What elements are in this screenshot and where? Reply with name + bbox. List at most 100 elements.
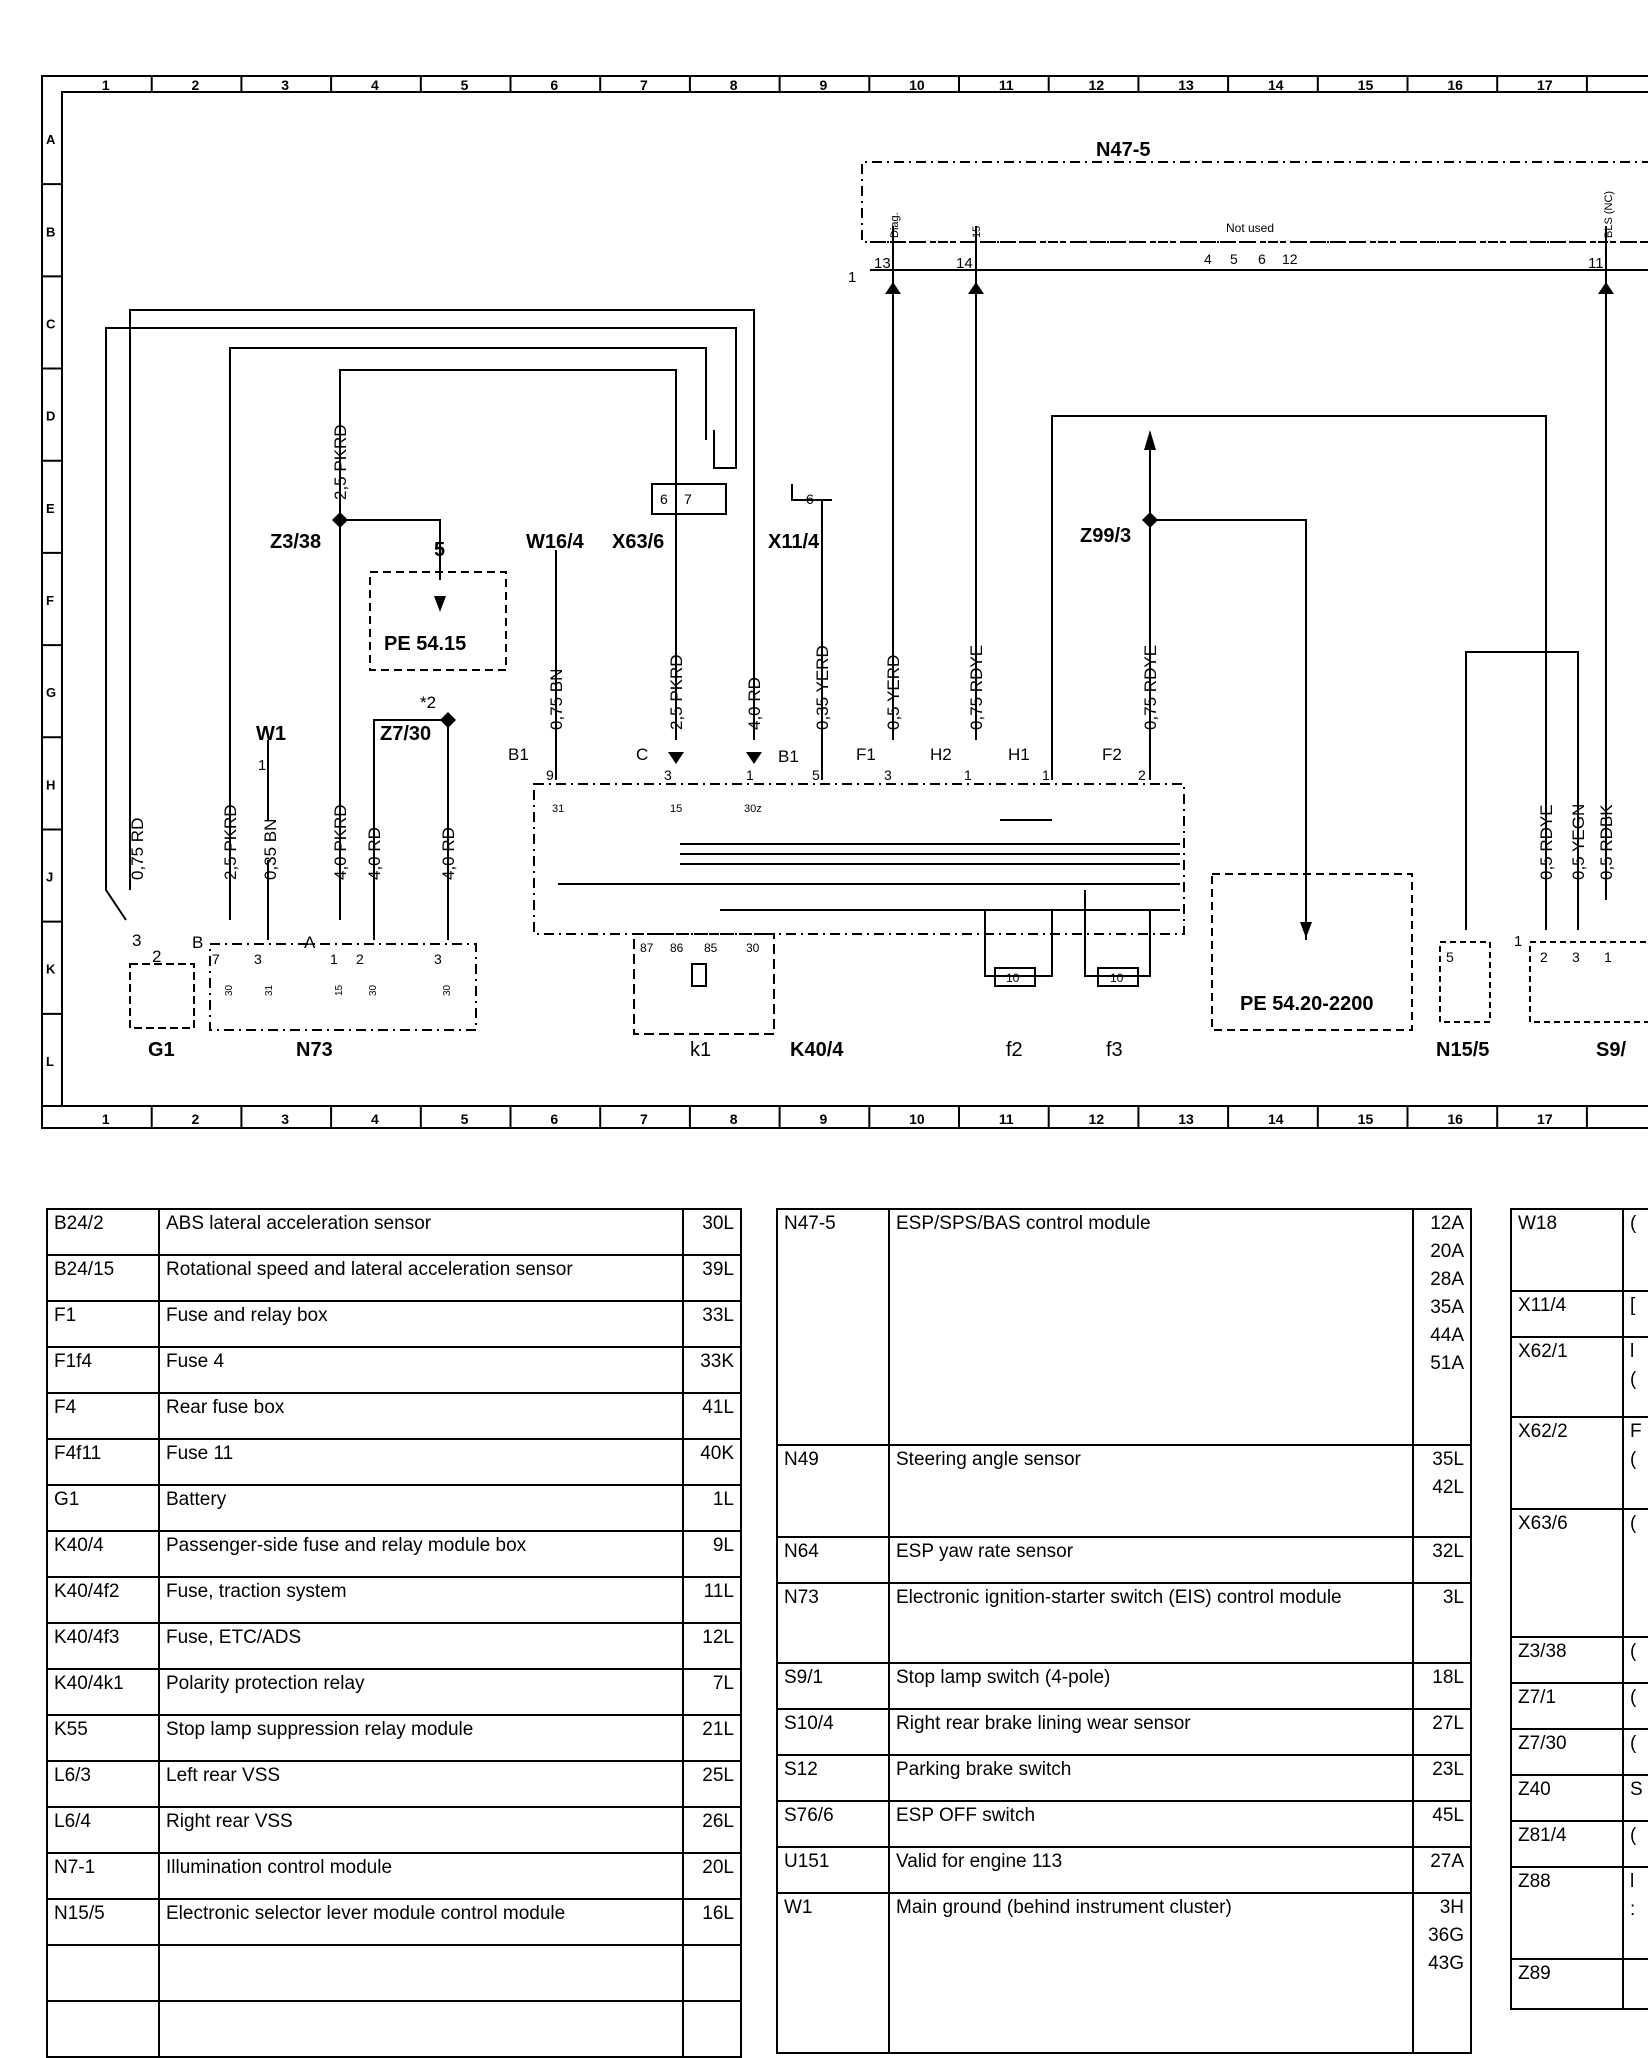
legend-description: Parking brake switch xyxy=(888,1754,1414,1802)
legend-grid-ref: 35L 42L xyxy=(1412,1444,1472,1538)
wire-label-w9: 2,5 PKRD xyxy=(667,654,686,730)
diag-label: Diag. xyxy=(889,212,901,238)
legend-grid-ref xyxy=(682,2000,742,2058)
x11-pin-6: 6 xyxy=(806,491,814,507)
legend-code: K40/4f2 xyxy=(46,1576,160,1624)
legend-grid-ref: 9L xyxy=(682,1530,742,1578)
legend-code: L6/4 xyxy=(46,1806,160,1854)
legend-description: ( xyxy=(1622,1820,1648,1868)
k40-pin-3: 3 xyxy=(664,767,672,783)
column-number: 4 xyxy=(371,77,379,93)
legend-code: U151 xyxy=(776,1846,890,1894)
g1-label: G1 xyxy=(148,1039,175,1061)
s9-pin-1: 1 xyxy=(1514,933,1522,950)
k1-pin-30: 30 xyxy=(746,941,760,955)
legend-code: B24/2 xyxy=(46,1208,160,1256)
s9-pin-1b: 1 xyxy=(1604,949,1612,965)
bls-label: BLS (NC) xyxy=(1603,191,1615,238)
legend-description: Stop lamp suppression relay module xyxy=(158,1714,684,1762)
legend-code: X63/6 xyxy=(1510,1508,1624,1638)
column-number: 5 xyxy=(461,77,469,93)
legend-row: Z81/4( xyxy=(1510,1820,1648,1868)
legend-description: Polarity protection relay xyxy=(158,1668,684,1716)
legend-description: Valid for engine 113 xyxy=(888,1846,1414,1894)
pin-13-arrow xyxy=(885,282,901,294)
column-number: 12 xyxy=(1089,77,1105,93)
z3-target-5: 5 xyxy=(434,539,445,561)
k1-relay-border xyxy=(633,933,775,1035)
wire-label-w12: 0,5 YERD xyxy=(884,655,903,730)
wire-label-w2: 2,5 PKRD xyxy=(221,804,240,880)
legend-code: K40/4k1 xyxy=(46,1668,160,1716)
k40-c-arrow xyxy=(668,752,684,764)
column-number: 8 xyxy=(730,77,738,93)
wire-label-w1: 0,75 RD xyxy=(128,818,147,880)
column-number: 10 xyxy=(909,1111,925,1127)
legend-code: Z81/4 xyxy=(1510,1820,1624,1868)
pe5420-down-arrow xyxy=(1300,922,1312,938)
legend-code: Z7/30 xyxy=(1510,1728,1624,1776)
legend-description: Passenger-side fuse and relay module box xyxy=(158,1530,684,1578)
legend-code: G1 xyxy=(46,1484,160,1532)
column-number: 17 xyxy=(1537,1111,1553,1127)
n73-term-30b: 30 xyxy=(368,984,379,996)
legend-description: Right rear VSS xyxy=(158,1806,684,1854)
legend-description xyxy=(158,2000,684,2058)
legend-description: Rear fuse box xyxy=(158,1392,684,1440)
column-number: 3 xyxy=(281,1111,289,1127)
k40-term-15: 15 xyxy=(670,803,682,815)
diagram-frame xyxy=(41,75,1648,1129)
row-letter: C xyxy=(46,316,56,331)
column-number: 14 xyxy=(1268,1111,1284,1127)
not-used-label: Not used xyxy=(1226,221,1274,235)
n73-term-30c: 30 xyxy=(442,984,453,996)
legend-code: S9/1 xyxy=(776,1662,890,1710)
legend-code: N15/5 xyxy=(46,1898,160,1946)
wire-z3-branch xyxy=(340,519,441,580)
legend-code: Z88 xyxy=(1510,1866,1624,1960)
legend-description: ESP/SPS/BAS control module xyxy=(888,1208,1414,1446)
w16-label: W16/4 xyxy=(526,531,585,553)
legend-description: Fuse and relay box xyxy=(158,1300,684,1348)
legend-description: ( xyxy=(1622,1636,1648,1684)
legend-code: W1 xyxy=(776,1892,890,2054)
legend-description: Electronic ignition-starter switch (EIS)… xyxy=(888,1582,1414,1664)
k1-pin-87: 87 xyxy=(640,941,654,955)
legend-code: F1 xyxy=(46,1300,160,1348)
column-number: 3 xyxy=(281,77,289,93)
column-number: 11 xyxy=(999,77,1014,93)
legend-row: X63/6( xyxy=(1510,1508,1648,1638)
n15-pin-5: 5 xyxy=(1446,949,1454,965)
legend-code: S76/6 xyxy=(776,1800,890,1848)
legend-grid-ref: 30L xyxy=(682,1208,742,1256)
legend-description: Fuse 11 xyxy=(158,1438,684,1486)
legend-code xyxy=(46,2000,160,2058)
k1-pin-85: 85 xyxy=(704,941,718,955)
n47-pin-1: 1 xyxy=(848,269,856,286)
legend-grid-ref: 33L xyxy=(682,1300,742,1348)
x63-connector xyxy=(651,483,727,515)
n73-label: N73 xyxy=(296,1039,333,1061)
k1-label: k1 xyxy=(690,1039,711,1061)
legend-description: Battery xyxy=(158,1484,684,1532)
legend-code: N47-5 xyxy=(776,1208,890,1446)
legend-code: Z3/38 xyxy=(1510,1636,1624,1684)
column-number: 6 xyxy=(550,77,558,93)
legend-grid-ref: 39L xyxy=(682,1254,742,1302)
x63-pin-7: 7 xyxy=(684,491,692,507)
